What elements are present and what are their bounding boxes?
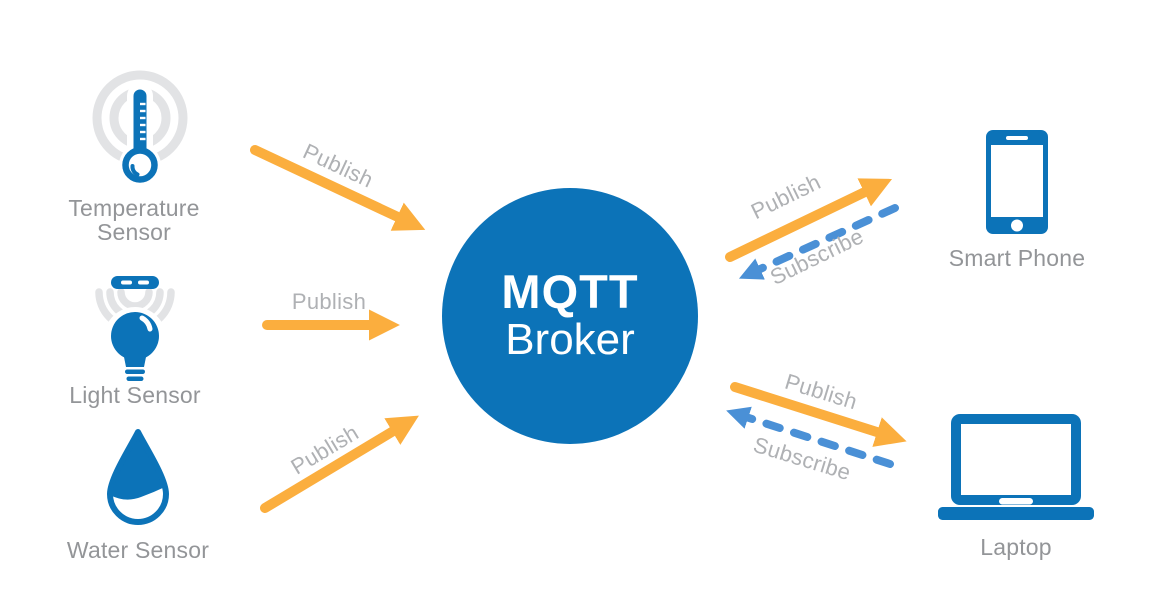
light-sensor-label: Light Sensor (69, 382, 201, 408)
temperature-sensor-node (85, 66, 195, 196)
edge-label-publish-laptop: Publish (781, 368, 861, 415)
laptop-node (938, 414, 1094, 521)
water-drop-icon (107, 429, 169, 525)
edge-label-subscribe-smartphone: Subscribe (766, 223, 868, 290)
mqtt-broker-node: MQTT Broker (442, 188, 698, 444)
edge-label-subscribe-laptop: Subscribe (750, 431, 854, 486)
thermometer-signal-icon (92, 70, 188, 186)
smartphone-icon (986, 130, 1048, 234)
edge-label-publish-water: Publish (286, 419, 364, 480)
broker-title: MQTT (501, 265, 639, 319)
light-bulb-sensor-icon (95, 276, 175, 381)
edge-label-publish-smartphone: Publish (746, 169, 825, 225)
broker-subtitle: Broker (505, 315, 635, 365)
light-sensor-node (85, 276, 185, 384)
laptop-label: Laptop (980, 534, 1052, 560)
temperature-sensor-label: Temperature Sensor (68, 195, 200, 246)
smart-phone-node (986, 130, 1048, 234)
smart-phone-label: Smart Phone (948, 245, 1086, 271)
water-sensor-label: Water Sensor (66, 537, 210, 563)
edge-label-publish-temperature: Publish (299, 138, 378, 193)
laptop-icon (938, 414, 1094, 520)
edge-label-publish-light: Publish (291, 289, 367, 314)
water-sensor-node (93, 428, 183, 528)
